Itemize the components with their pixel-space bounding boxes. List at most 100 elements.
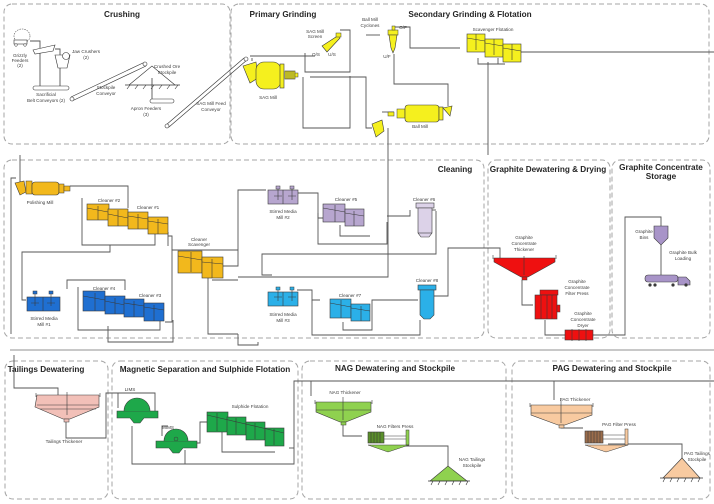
polishing-mill-icon — [14, 180, 71, 196]
apron-feeder-icon — [149, 98, 175, 104]
title-magnetic-separation: Magnetic Separation and Sulphide Flotati… — [120, 365, 291, 374]
label-apron-feeders-2: (3) — [143, 112, 149, 117]
label-cleaner-7: Cleaner #7 — [339, 293, 362, 298]
area-magnetic-separation — [111, 360, 299, 500]
label-graphite-thickener-3: Thickener — [514, 247, 535, 252]
label-stockpile-conveyor: Stockpile — [97, 85, 116, 90]
label-cleaner-2: Cleaner #2 — [98, 198, 121, 203]
stirred-media-mill-1-icon — [26, 290, 61, 312]
label-scavenger-flotation: Scavenger Flotation — [473, 27, 514, 32]
sulphide-flotation-icon — [206, 411, 285, 447]
label-grizzly-feeders-3: (2) — [17, 63, 23, 68]
area-pag — [511, 360, 711, 500]
label-cleaner-4: Cleaner #4 — [93, 286, 116, 291]
title-nag: NAG Dewatering and Stockpile — [335, 364, 456, 373]
label-graphite-dryer: Graphite — [574, 311, 592, 316]
ball-mill-cyclone-icon — [387, 25, 399, 54]
label-lims: LIMS — [125, 387, 136, 392]
label-cleaner-1: Cleaner #1 — [137, 205, 160, 210]
title-crushing: Crushing — [104, 10, 140, 19]
label-cleaner-3: Cleaner #3 — [139, 293, 162, 298]
stockpile-conveyor-icon — [69, 61, 148, 102]
tailings-thickener-icon — [34, 392, 101, 423]
graphite-filter-press-icon — [534, 289, 561, 320]
bulk-loading-truck-icon — [644, 274, 691, 287]
label-smm-2b: Mill #2 — [276, 215, 290, 220]
label-bulk-loading-2: Loading — [675, 256, 692, 261]
title-tailings-dewatering: Tailings Dewatering — [8, 365, 85, 374]
crushing-labels: Grizzly Feeders (2) Jaw Crushers (2) Sac… — [12, 49, 227, 117]
label-smm-3b: Mill #3 — [276, 318, 290, 323]
label-graphite-thickener: Graphite — [515, 235, 533, 240]
area-tailings-dewatering — [4, 360, 109, 500]
label-tailings-thickener: Tailings Thickener — [46, 439, 83, 444]
scavenger-flotation-icon — [466, 33, 522, 63]
label-cleaner-8: Cleaner #8 — [416, 278, 439, 283]
title-pag: PAG Dewatering and Stockpile — [552, 364, 671, 373]
label-smm-3: Stirred Media — [269, 312, 297, 317]
label-cleaner-6: Cleaner #6 — [413, 197, 436, 202]
label-sag-mill-screen-2: Screen — [308, 34, 323, 39]
sacrificial-belt-conveyor-icon — [32, 85, 70, 91]
label-sulphide-flotation: Sulphide Flotation — [232, 404, 269, 409]
cleaner-5-icon — [322, 203, 365, 227]
cleaner-8-icon — [417, 284, 437, 320]
lims-icon — [116, 397, 159, 424]
label-screen-os: O/S — [312, 52, 320, 57]
title-cleaning: Cleaning — [438, 165, 473, 174]
label-cleaner-5: Cleaner #5 — [335, 197, 358, 202]
label-nag-filter-press: NAG Filters Press — [377, 424, 414, 429]
stirred-media-mill-3-icon — [267, 286, 299, 307]
label-pag-stockpile-2: Stockpile — [688, 457, 707, 462]
lower-labels: Tailings Thickener LIMS MIMS Sulphide Fl… — [46, 387, 711, 468]
label-smm-1b: Mill #1 — [37, 322, 51, 327]
label-graphite-filter-press-3: Filter Press — [565, 291, 589, 296]
label-graphite-filter-press: Graphite — [568, 279, 586, 284]
ball-mill-icon — [371, 104, 453, 138]
nag-tailings-stockpile-icon — [428, 465, 470, 486]
label-screen-us: U/S — [328, 52, 336, 57]
label-pag-filter-press: PAG Filter Press — [602, 422, 637, 427]
label-polishing-mill: Polishing Mill — [27, 200, 54, 205]
label-jaw-crushers: Jaw Crushers — [72, 49, 101, 54]
area-cleaning — [3, 159, 485, 339]
label-apron-feeders: Apron Feeders — [131, 106, 162, 111]
label-cyclone-uf: U/F — [383, 54, 391, 59]
lower-equipment — [34, 392, 703, 486]
label-cleaner-scavenger-2: Scavenger — [188, 242, 210, 247]
label-sag-mill: SAG Mill — [259, 95, 277, 100]
pag-thickener-icon — [529, 400, 594, 429]
area-nag — [301, 360, 507, 500]
cleaning-equipment — [14, 180, 437, 322]
sag-mill-screen-icon — [321, 32, 342, 53]
label-crushed-ore-2: Stockpile — [158, 70, 177, 75]
area-crushing — [3, 3, 231, 145]
label-smm-1: Stirred Media — [30, 316, 58, 321]
label-cyclone-of: O/F — [399, 25, 407, 30]
truck-icon — [13, 28, 31, 47]
label-sag-mill-screen: SAG Mill — [306, 29, 324, 34]
label-graphite-bins: Graphite — [635, 229, 653, 234]
label-crushed-ore: Crushed Ore — [154, 64, 181, 69]
title-graphite-dewatering: Graphite Dewatering & Drying — [490, 165, 606, 174]
label-smm-2: Stirred Media — [269, 209, 297, 214]
graphite-labels: Graphite Concentrate Thickener Graphite … — [511, 229, 697, 328]
graphite-dryer-icon — [564, 329, 594, 341]
area-titles: Crushing Primary Grinding Secondary Grin… — [8, 10, 704, 374]
cleaner-6-icon — [415, 202, 435, 238]
mims-icon — [155, 428, 198, 454]
title-graphite-storage-1: Graphite Concentrate — [619, 163, 703, 172]
pag-filter-press-icon — [584, 428, 629, 453]
title-primary-grinding: Primary Grinding — [250, 10, 317, 19]
label-nag-stockpile: NAG Tailings — [459, 457, 486, 462]
title-secondary-grinding: Secondary Grinding & Flotation — [408, 10, 531, 19]
label-nag-thickener: NAG Thickener — [329, 390, 361, 395]
label-sacrificial-belt-2: Belt Conveyors (2) — [27, 98, 66, 103]
nag-thickener-icon — [314, 397, 373, 426]
label-graphite-dryer-2: Concentrate — [570, 317, 595, 322]
title-graphite-storage-2: Storage — [646, 172, 677, 181]
label-ball-mill-cyclones-2: Cyclones — [361, 23, 381, 28]
graphite-equipment — [492, 225, 691, 341]
label-bulk-loading: Graphite Bulk — [669, 250, 698, 255]
